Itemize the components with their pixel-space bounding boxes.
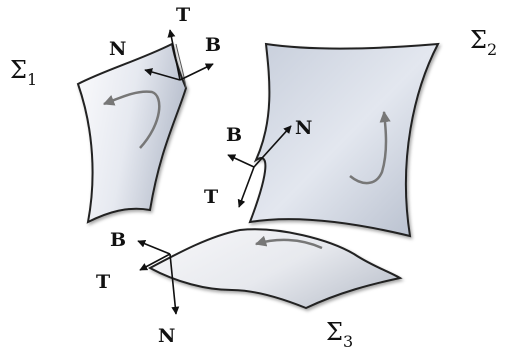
frame-3-tangent-label: T bbox=[96, 271, 110, 293]
frame-2-tangent-label: T bbox=[204, 186, 218, 208]
frame-2-binormal-arrow bbox=[227, 154, 255, 168]
frame-1-normal-label: N bbox=[109, 38, 126, 60]
frame-1-binormal-arrow bbox=[179, 63, 214, 81]
curve-on-sigma-3 bbox=[254, 235, 323, 250]
frame-3 bbox=[137, 240, 180, 315]
frame-2-normal-label: N bbox=[295, 117, 312, 139]
sigma-3-subscript: 3 bbox=[343, 332, 353, 351]
curve-on-sigma-1 bbox=[102, 90, 161, 149]
curve-on-sigma-2 bbox=[349, 110, 391, 185]
sigma-2-label: Σ2 bbox=[470, 26, 497, 59]
svg-text:Σ3: Σ3 bbox=[326, 318, 353, 351]
sigma-1-symbol: Σ bbox=[10, 56, 27, 84]
frame-2-binormal-label: B bbox=[226, 124, 242, 146]
sigma-1-subscript: 1 bbox=[27, 70, 37, 89]
frame-1-tangent-arrow bbox=[167, 29, 181, 81]
frame-3-normal-label: N bbox=[158, 325, 175, 347]
frame-3-binormal-label: B bbox=[110, 229, 126, 251]
sigma-3-label: Σ3 bbox=[326, 318, 353, 351]
frame-2-tangent-arrow bbox=[237, 166, 255, 208]
surface-sigma-1 bbox=[76, 42, 188, 224]
svg-text:Σ2: Σ2 bbox=[470, 26, 497, 59]
frame-1-tangent-label: T bbox=[176, 4, 190, 26]
frame-1-binormal-label: B bbox=[205, 34, 221, 56]
frame-1 bbox=[144, 29, 214, 81]
surface-sigma-2 bbox=[248, 42, 440, 238]
sigma-2-symbol: Σ bbox=[470, 26, 487, 54]
sigma-3-symbol: Σ bbox=[326, 318, 343, 346]
sigma-2-subscript: 2 bbox=[487, 40, 497, 59]
surface-sigma-3 bbox=[147, 228, 403, 310]
frame-2 bbox=[227, 125, 292, 208]
sigma-1-label: Σ1 bbox=[10, 56, 37, 89]
frame-2-normal-arrow bbox=[253, 125, 292, 168]
frame-3-normal-arrow bbox=[169, 253, 180, 315]
frame-3-binormal-arrow bbox=[137, 240, 171, 255]
frame-3-tangent-arrow bbox=[139, 253, 171, 271]
svg-text:Σ1: Σ1 bbox=[10, 56, 37, 89]
frame-1-normal-arrow bbox=[144, 68, 181, 81]
